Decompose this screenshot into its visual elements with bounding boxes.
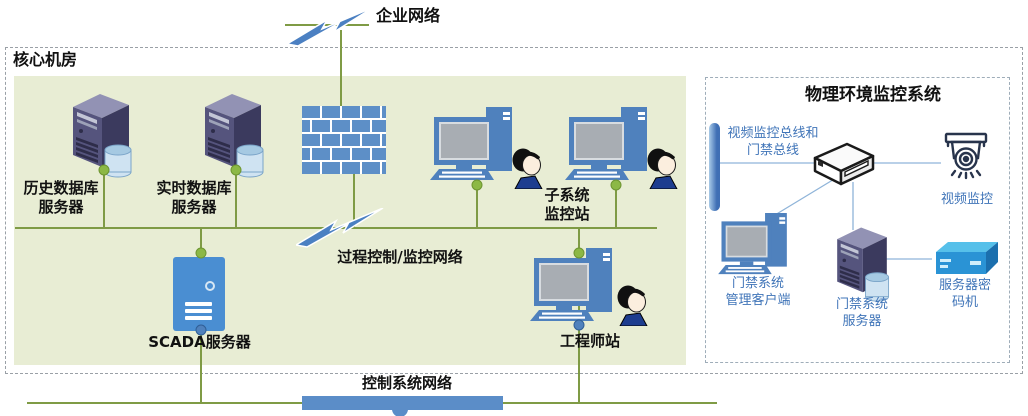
firewall-icon [302,106,386,174]
panel-connector-lines [720,162,941,260]
operator2-person-icon [647,147,679,189]
subsystem-label-line1: 子系统 [544,186,590,204]
realtime-db-label-line1: 实时数据库 [156,179,232,197]
junction-dot [610,179,622,191]
process-network-label: 过程控制/监控网络 [337,248,463,266]
control-network-label: 控制系统网络 [361,374,452,392]
monitoring-panel: 物理环境监控系统 视频监控总线和 门禁总线 [705,77,1010,363]
enterprise-link-line [285,24,369,26]
crypto-label-line1: 服务器密 [938,278,991,293]
bus-label-line2: 门禁总线 [746,142,799,158]
enterprise-network-label: 企业网络 [376,6,441,25]
junction-dot [195,247,207,259]
access-client-label-line2: 管理客户端 [725,292,791,308]
engineer-person-icon [617,284,649,326]
junction-dot [230,164,242,176]
video-camera-icon [939,131,993,185]
video-camera-label: 视频监控 [940,192,993,207]
access-server-icon [832,224,892,302]
subsystem-station-label: 子系统 监控站 [523,186,611,224]
access-server-label: 门禁系统 服务器 [828,297,896,331]
engineer-station-label: 工程师站 [559,332,620,350]
history-db-link [103,170,105,228]
station2-link [615,185,617,228]
operator1-person-icon [512,147,544,189]
video-access-bus-label: 视频监控总线和 门禁总线 [720,126,826,160]
bus-label-line1: 视频监控总线和 [727,126,819,141]
history-db-label-line2: 服务器 [38,198,84,217]
switch-icon [812,141,876,187]
station1-link [476,185,478,228]
history-db-label: 历史数据库 服务器 [5,179,117,217]
realtime-db-label: 实时数据库 服务器 [138,179,250,217]
subsystem-station1-icon [430,107,518,181]
junction-dot-blue [573,319,585,331]
realtime-db-link [235,170,237,228]
realtime-db-label-line2: 服务器 [171,198,217,217]
history-db-server-icon [68,90,134,178]
crypto-machine-icon [930,240,1000,278]
junction-dot [573,247,585,259]
core-room-title: 核心机房 [13,50,78,69]
access-client-label: 门禁系统 管理客户端 [708,276,808,310]
control-network-bar-notch [392,409,408,416]
access-client-icon [714,213,796,275]
history-db-label-line1: 历史数据库 [23,179,99,197]
junction-dot [471,179,483,191]
lightning-bolt-icon [287,7,375,47]
scada-server-label: SCADA服务器 [148,333,251,351]
core-room-dashed-border [5,47,1023,374]
crypto-label-line2: 码机 [951,294,978,310]
video-access-bus-icon [709,123,720,211]
subsystem-label-line2: 监控站 [544,205,590,224]
junction-dot-blue [195,324,207,336]
enterprise-to-firewall-line [340,30,342,108]
lightning-bolt-icon [296,208,384,248]
engineer-station-icon [530,248,618,322]
scada-server-icon [173,257,225,331]
junction-dot [98,164,110,176]
monitoring-panel-title: 物理环境监控系统 [805,85,941,105]
control-network-bar [302,396,503,410]
access-client-label-line1: 门禁系统 [731,276,784,291]
realtime-db-server-icon [200,90,266,178]
crypto-machine-label: 服务器密 码机 [930,278,1000,312]
access-server-label-line1: 门禁系统 [835,297,888,312]
access-server-label-line2: 服务器 [842,313,882,329]
subsystem-station2-icon [565,107,653,181]
firewall-to-bus-line [353,172,355,229]
